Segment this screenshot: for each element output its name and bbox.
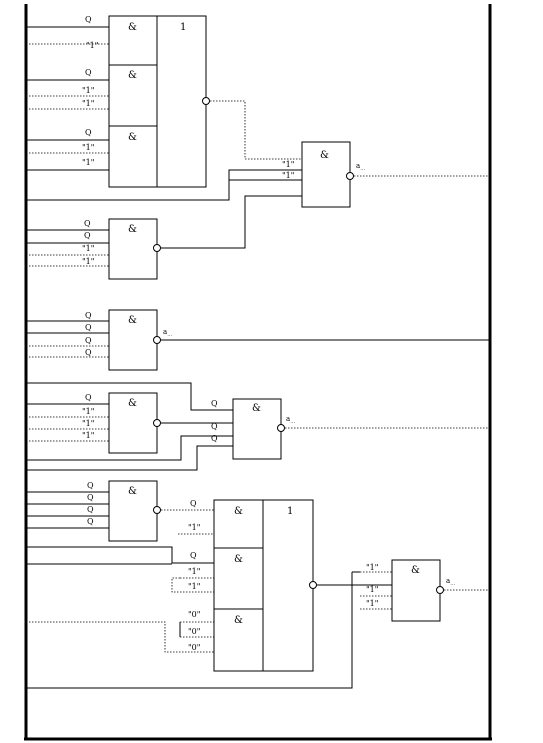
and-gate-5: &	[108, 392, 161, 454]
or-symbol: 1	[287, 506, 293, 517]
input-label: "1"	[82, 431, 94, 440]
input-label: Q	[85, 15, 92, 24]
input-label: Q	[190, 551, 197, 560]
input-label: "0"	[188, 643, 200, 652]
and-symbol: &	[128, 486, 137, 497]
and-symbol: &	[128, 224, 137, 235]
and-or-block-1: & & & 1	[108, 15, 210, 188]
input-label: "1"	[366, 585, 378, 594]
input-label: Q	[84, 219, 91, 228]
input-label: Q	[211, 399, 218, 408]
input-label: "1"	[282, 160, 294, 169]
input-label: Q	[87, 493, 94, 502]
input-label: Q	[85, 336, 92, 345]
input-label: "1"	[82, 143, 94, 152]
and-symbol: &	[234, 506, 243, 517]
and-symbol: &	[128, 315, 137, 326]
and-symbol: &	[252, 403, 261, 414]
input-label: "1"	[366, 599, 378, 608]
input-label: "1"	[82, 257, 94, 266]
input-label: Q	[85, 68, 92, 77]
and-gate-3: &	[108, 218, 161, 280]
and-symbol: &	[234, 554, 243, 565]
input-label: Q	[85, 348, 92, 357]
and-or-block-8: & & & 1	[213, 499, 317, 672]
input-label: "1"	[188, 567, 200, 576]
input-label: "1"	[188, 523, 200, 532]
and-symbol: &	[320, 150, 329, 161]
input-label: Q	[87, 517, 94, 526]
input-label: "1"	[82, 407, 94, 416]
and-gate-4: &	[108, 309, 161, 371]
input-label: Q	[85, 128, 92, 137]
output-label: a…	[446, 577, 455, 587]
input-label: Q	[85, 311, 92, 320]
and-symbol: &	[128, 132, 137, 143]
input-label: Q	[87, 481, 94, 490]
and-symbol: &	[128, 70, 137, 81]
and-gate-6: &	[232, 398, 285, 460]
output-label: a…	[356, 162, 365, 172]
input-label: Q	[211, 434, 218, 443]
and-symbol: &	[128, 22, 137, 33]
input-label: "1"	[82, 86, 94, 95]
input-label: Q	[84, 231, 91, 240]
input-label: "1"	[86, 41, 98, 50]
input-label: Q	[85, 393, 92, 402]
input-label: "1"	[188, 582, 200, 591]
and-gate-9: &	[391, 559, 444, 622]
and-gate-2: &	[301, 141, 354, 208]
input-label: "1"	[82, 158, 94, 167]
input-label: Q	[211, 422, 218, 431]
input-label: Q	[85, 323, 92, 332]
output-label: a…	[286, 415, 295, 425]
and-symbol: &	[128, 398, 137, 409]
and-gate-7: &	[108, 480, 161, 542]
input-label: "0"	[188, 610, 200, 619]
or-symbol: 1	[180, 22, 186, 33]
input-label: "1"	[366, 563, 378, 572]
input-label: Q	[190, 499, 197, 508]
and-symbol: &	[234, 615, 243, 626]
input-label: "1"	[82, 244, 94, 253]
input-label: "0"	[188, 627, 200, 636]
and-symbol: &	[411, 565, 420, 576]
input-label: "1"	[282, 171, 294, 180]
input-label: "1"	[82, 99, 94, 108]
input-label: "1"	[82, 419, 94, 428]
input-label: Q	[87, 505, 94, 514]
output-label: a…	[163, 328, 172, 338]
